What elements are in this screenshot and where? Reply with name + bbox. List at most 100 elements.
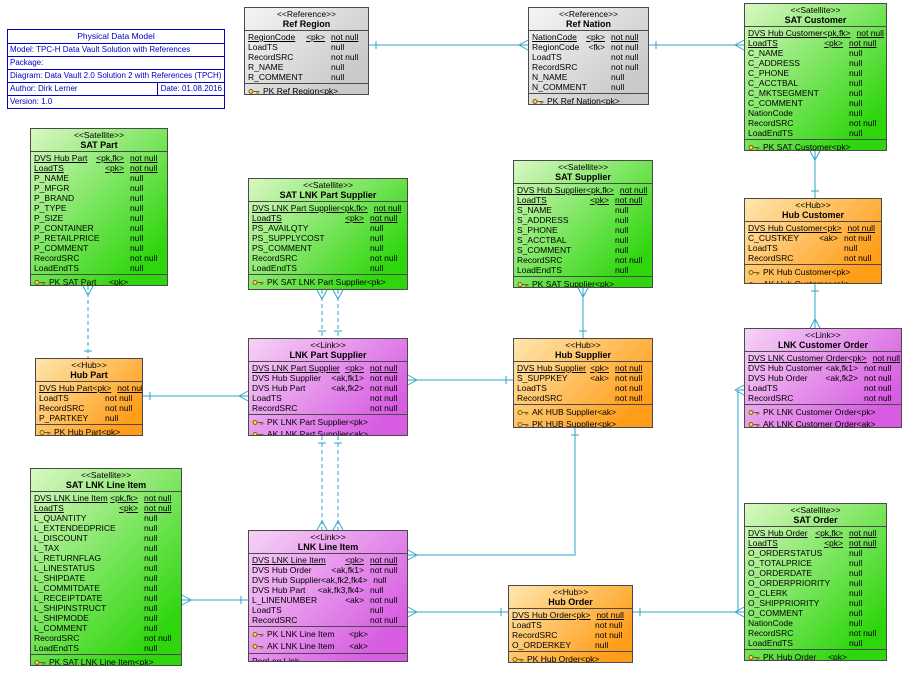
field-nullability: null [144,573,158,583]
field-name: RecordSRC [748,118,794,128]
key-tag: <pk> [580,654,600,663]
entity-name: LNK Part Supplier [289,350,367,360]
key-row: PK Ref Nation<pk> [532,95,645,105]
field-nullability: not null [370,383,398,393]
entity-stereotype: <<Reference>> [558,9,619,19]
entity-note: PegLeg Link [249,653,407,661]
field-nullability: not null [615,255,643,265]
key-label: PK HUB Supplier [532,419,598,428]
field-name: DVS Hub Part [252,383,306,393]
field-name: LoadEndTS [517,265,562,275]
field-name: LoadTS [748,538,778,548]
field-name: RecordSRC [512,630,558,640]
field-row: DVS LNK Part Supplier<pk>not null [252,363,404,373]
connection-hub-order--sat-order-crowfoot [734,611,745,618]
field-nullability: null [373,575,387,585]
field-row: RecordSRC not null [517,255,649,265]
key-label: PK SAT Customer [763,142,832,151]
field-key-tag: <pk> [586,32,605,42]
field-name: O_CLERK [748,588,788,598]
field-key-tag: <pk> [306,32,325,42]
field-key-tag: <ak,fk2> [825,373,858,383]
key-row: AK Hub Customer<ak> [748,278,878,283]
field-nullability: not null [864,393,892,403]
field-nullability: not null [615,393,643,403]
connection-sat-supplier--hub-supplier-crowfoot [577,287,584,298]
key-label: PK Hub Customer [763,267,832,277]
field-key-tag: <pk,fk> [96,153,124,163]
field-name: RecordSRC [748,253,794,263]
field-name: LoadTS [517,195,547,205]
field-nullability: not null [596,610,624,620]
info-date: Date: 01.08.2016 [156,83,222,95]
field-nullability: not null [370,565,398,575]
field-row: DVS Hub Supplier<ak,fk2,fk4>null [252,575,404,585]
field-name: C_COMMENT [748,98,803,108]
field-name: DVS LNK Part Supplier [252,363,340,373]
key-label: PK SAT Supplier [532,279,595,288]
field-row: DVS Hub Supplier<ak,fk1>not null [252,373,404,383]
key-tag: <ak> [349,429,368,436]
key-tag: <pk> [600,96,620,105]
field-nullability: not null [370,393,398,403]
key-tag: <pk> [856,407,876,417]
field-nullability: null [130,183,144,193]
field-row: LoadTS<pk>not null [34,163,164,173]
field-nullability: not null [615,363,643,373]
field-key-tag: <pk> [824,538,843,548]
field-key-tag: <ak> [819,233,838,243]
field-nullability: null [370,585,384,595]
field-name: DVS LNK Line Item [34,493,108,503]
field-nullability: null [849,608,863,618]
key-icon [252,279,264,286]
field-nullability: null [144,513,158,523]
field-name: DVS Hub Customer [748,223,823,233]
key-tag: <ak> [597,407,617,417]
entity-stereotype: <<Link>> [310,532,346,542]
field-row: LoadTS<pk>not null [34,503,178,513]
field-name: DVS Hub Customer [748,363,823,373]
field-name: RecordSRC [748,628,794,638]
field-name: NationCode [748,618,793,628]
field-name: DVS Hub Part [252,585,306,595]
field-nullability: not null [130,153,158,163]
key-label: PK SAT Part [49,277,97,286]
field-name: LoadTS [517,383,547,393]
key-row: PK Hub Part<pk> [39,426,139,435]
key-row: PK LNK Line Item<pk> [252,628,404,640]
field-row: DVS Hub Customer<pk,fk>not null [748,28,884,38]
field-name: RecordSRC [517,255,563,265]
key-label: PK Ref Region [263,86,320,95]
key-tag: <pk> [597,419,617,428]
key-list: PK Ref Region<pk> [245,83,368,95]
entity-header: <<Hub>>Hub Order [509,586,632,609]
field-nullability: not null [849,538,877,548]
